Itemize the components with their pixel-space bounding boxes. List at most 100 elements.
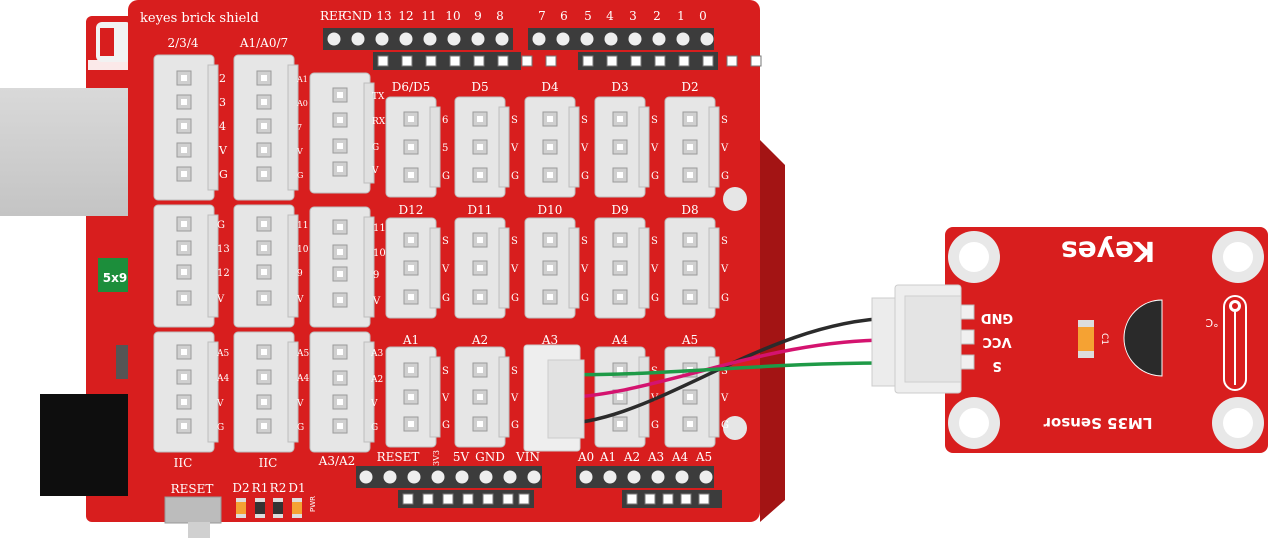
header-pin <box>652 32 666 46</box>
pin-label: V <box>216 294 225 305</box>
analog-header-label: A4 <box>671 450 689 464</box>
connector-label: D9 <box>611 203 628 217</box>
header-socket <box>482 493 494 505</box>
header-socket <box>702 55 714 67</box>
header-pin <box>503 470 517 484</box>
connector-label: A4 <box>611 333 629 347</box>
pin-label: S <box>442 236 449 247</box>
header-pin <box>431 470 445 484</box>
analog-header-label: A5 <box>695 450 712 464</box>
led-label: D1 <box>288 481 305 495</box>
pin-label: 7 <box>297 123 302 132</box>
pin-label: G <box>442 420 450 431</box>
pin-label: G <box>217 220 225 231</box>
header-pin <box>556 32 570 46</box>
connector-11-10-9 <box>233 204 299 328</box>
pin-label: G <box>371 423 378 433</box>
sensor-pin-gnd: GND <box>981 310 1014 325</box>
pwr-label: PWR <box>309 496 317 512</box>
header-socket <box>680 493 692 505</box>
top-header-label: 1 <box>677 9 685 23</box>
analog-header-label: A3 <box>647 450 664 464</box>
pin-label: G <box>442 171 450 182</box>
pin-label: V <box>216 399 224 409</box>
col-label-234: 2/3/4 <box>168 36 199 50</box>
pin-label: S <box>651 115 658 126</box>
header-socket <box>473 55 485 67</box>
led-label: R2 <box>270 481 287 495</box>
connector-label: D4 <box>541 80 559 94</box>
reset-button[interactable] <box>164 496 222 524</box>
header-socket <box>497 55 509 67</box>
led <box>236 498 246 518</box>
header-pin <box>359 470 373 484</box>
pin-label: 4 <box>219 120 226 133</box>
pin-label: G <box>219 168 228 181</box>
bottom-col-label: IIC <box>174 456 193 470</box>
connector-iic-1 <box>153 331 219 453</box>
bottom-col-label: IIC <box>259 456 278 470</box>
top-header-label: 4 <box>606 9 614 23</box>
pin-label: V <box>720 143 729 154</box>
header-socket <box>521 55 533 67</box>
connector-row2-1 <box>454 217 510 319</box>
pin-label: 3 <box>219 96 226 109</box>
pin-label: G <box>217 423 224 433</box>
connector-row1-1 <box>454 96 510 198</box>
pin-label: G <box>511 171 519 182</box>
pin-label: A5 <box>296 349 309 359</box>
top-header-label: 13 <box>376 9 391 23</box>
header-socket <box>422 493 434 505</box>
analog-header-label: A0 <box>577 450 594 464</box>
header-socket <box>545 55 557 67</box>
pin-label: G <box>581 171 589 182</box>
pin-label: S <box>581 115 588 126</box>
pin-label: G <box>721 293 729 304</box>
pin-label: S <box>651 236 658 247</box>
header-pin <box>479 470 493 484</box>
header-pin <box>455 470 469 484</box>
header-socket <box>698 493 710 505</box>
led-label: R1 <box>252 481 269 495</box>
pin-label: G <box>721 171 729 182</box>
pin-label: A4 <box>216 374 229 384</box>
pin-label: S <box>581 236 588 247</box>
connector-11-10-9-b <box>309 206 375 328</box>
led <box>273 498 283 518</box>
shield-title: keyes brick shield <box>140 11 259 26</box>
wires <box>547 316 896 426</box>
connector-row1-3 <box>594 96 650 198</box>
connector-row1-2 <box>524 96 580 198</box>
pin-label: V <box>650 143 659 154</box>
top-header-label: 10 <box>445 9 460 23</box>
pin-label: V <box>370 399 378 409</box>
top-header-label: 11 <box>421 9 436 23</box>
connector-label: D11 <box>468 203 493 217</box>
pin-label: V <box>510 264 519 275</box>
wire-signal-green <box>547 361 896 377</box>
bottom-col-label: A3/A2 <box>318 454 356 468</box>
pin-label: 9 <box>373 270 379 281</box>
connector-label: A1 <box>402 333 419 347</box>
pin-label: A1 <box>296 75 308 84</box>
connector-g13-12 <box>153 204 219 328</box>
pin-label: G <box>651 420 659 431</box>
header-socket <box>654 55 666 67</box>
connector-row2-2 <box>524 217 580 319</box>
top-header-label: REF <box>320 9 346 23</box>
header-pin <box>383 470 397 484</box>
header-pin <box>407 470 421 484</box>
pin-label: S <box>721 236 728 247</box>
connector-label: D3 <box>611 80 628 94</box>
power-header-label: RESET <box>377 450 420 464</box>
connector-label: A2 <box>471 333 488 347</box>
connector-label: A5 <box>681 333 698 347</box>
header-socket <box>502 493 514 505</box>
pin-label: S <box>442 366 449 377</box>
power-header-label: 5V <box>453 450 470 464</box>
header-pin <box>675 470 689 484</box>
header-pin <box>399 32 413 46</box>
connector-234 <box>153 54 219 201</box>
connector-row1-0 <box>385 96 441 198</box>
header-pin <box>447 32 461 46</box>
